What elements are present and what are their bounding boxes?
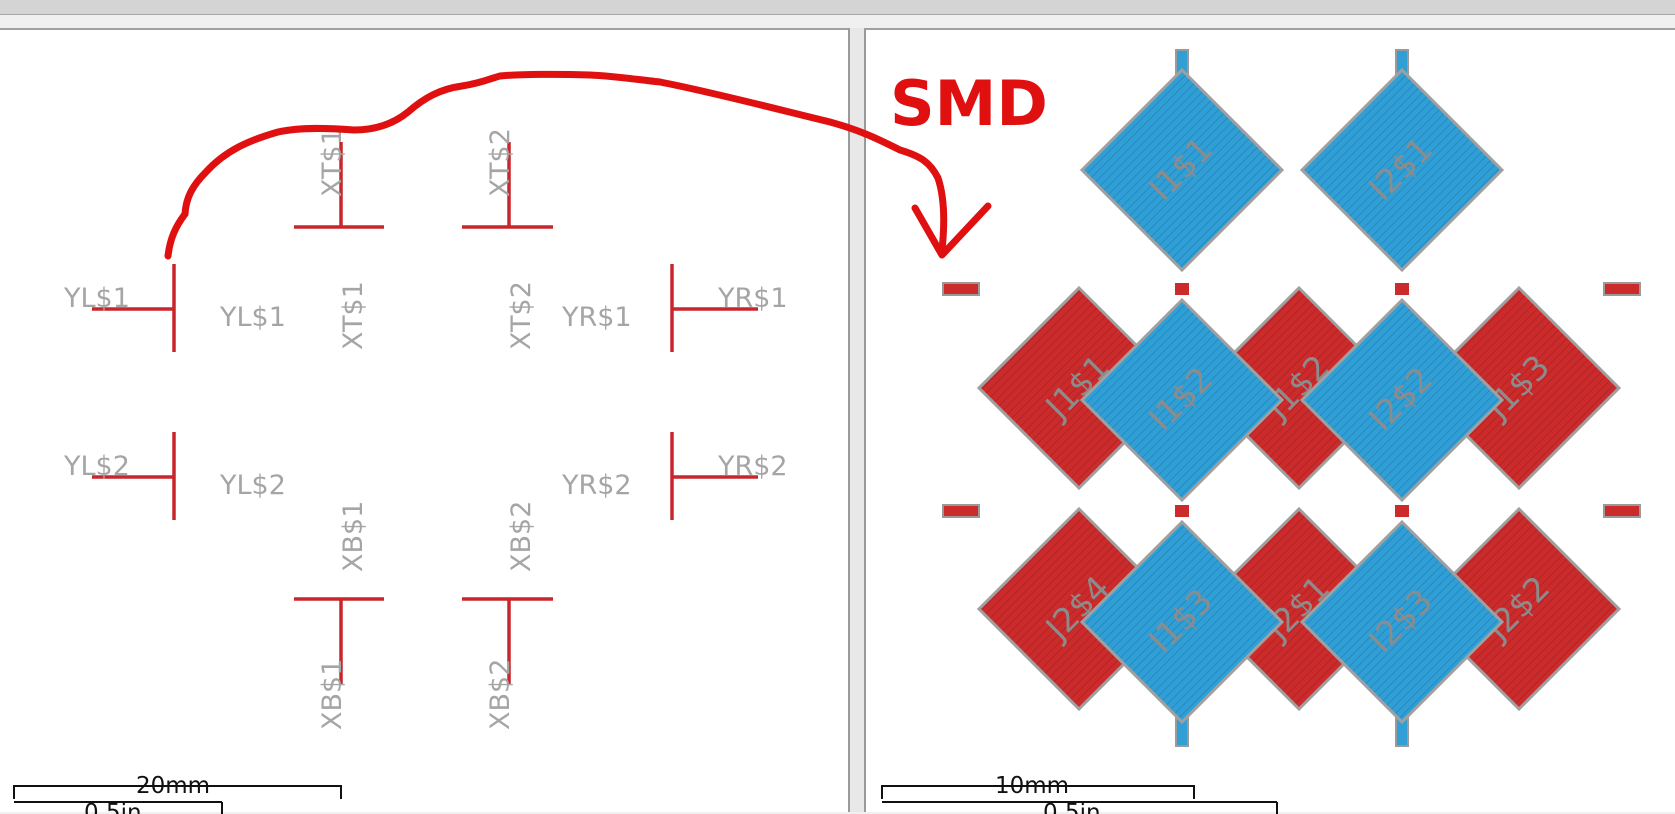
panel-splitter[interactable] [850,28,864,812]
pad-shape[interactable] [1079,67,1285,273]
smd-pad-i2-3[interactable]: I2$3 [1299,519,1505,725]
schematic-pin-lines [92,142,758,684]
scale-label-0-5in: 0.5in [1043,800,1101,814]
name-label-yl2: YL$2 [219,470,286,501]
pin-label-xb1: XB$1 [317,659,348,730]
window-top-bar [0,0,1675,15]
pad-shape[interactable] [1299,67,1505,273]
pin-label-xt1: XT$1 [317,128,348,197]
pin-label-xt2: XT$2 [485,128,516,197]
layout-scale-bar: 10mm 0.5in [881,773,1278,814]
name-label-yr1: YR$1 [561,302,632,333]
name-label-xb1: XB$1 [338,501,369,572]
schematic-view-panel[interactable]: YL$1 YL$1 YL$2 YL$2 YR$1 YR$1 YR$2 YR$2 … [0,28,850,814]
scale-label-10mm: 10mm [995,773,1069,799]
name-label-xt2: XT$2 [506,281,537,350]
pin-label-xb2: XB$2 [485,659,516,730]
name-label-xb2: XB$2 [506,501,537,572]
pin-label-yl1: YL$1 [63,283,130,314]
pad-shape[interactable] [1299,519,1505,725]
smd-pad-j2-2[interactable]: J2$2 [1416,506,1622,712]
schematic-canvas[interactable]: YL$1 YL$1 YL$2 YL$2 YR$1 YR$1 YR$2 YR$2 … [0,30,850,814]
pin-label-yr2: YR$2 [717,451,788,482]
pad-shape[interactable] [1079,519,1285,725]
smd-pad-i2-2[interactable]: I2$2 [1299,297,1505,503]
scale-label-20mm: 20mm [136,773,210,799]
name-label-yr2: YR$2 [561,470,632,501]
scale-label-0-5in: 0.5in [84,800,142,814]
schematic-scale-bar: 20mm 0.5in [13,773,342,814]
pin-label-yl2: YL$2 [63,451,130,482]
name-label-yl1: YL$1 [219,302,286,333]
pad-shape[interactable] [1079,297,1285,503]
smd-pad-i1-2[interactable]: I1$2 [1079,297,1285,503]
smd-pad-i2-1[interactable]: I2$1 [1299,67,1505,273]
pin-label-yr1: YR$1 [717,283,788,314]
name-label-xt1: XT$1 [338,281,369,350]
smd-pad-i1-1[interactable]: I1$1 [1079,67,1285,273]
pad-shape[interactable] [1299,297,1505,503]
smd-pad-i1-3[interactable]: I1$3 [1079,519,1285,725]
